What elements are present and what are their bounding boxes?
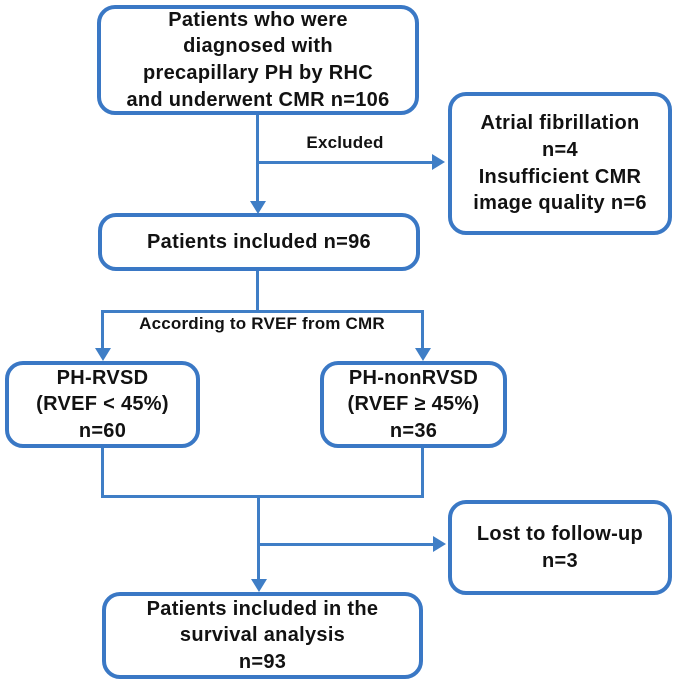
node-enrolled: Patients who were diagnosed with precapi… [97,5,419,115]
node-ph-rvsd: PH-RVSD (RVEF < 45%) n=60 [5,361,200,448]
connector-split-to-nonrvsd [421,310,424,348]
node-lost-followup: Lost to follow-up n=3 [448,500,672,595]
arrowhead-right-lost-icon [433,536,446,552]
connector-included-to-split [256,269,259,312]
edge-label-split: According to RVEF from CMR [139,314,385,333]
node-ph-rvsd-text: PH-RVSD (RVEF < 45%) n=60 [36,366,169,442]
node-survival-text: Patients included in the survival analys… [146,597,379,673]
node-excluded-text: Atrial fibrillation n=4 Insufficient CMR… [473,112,647,215]
node-ph-nonrvsd: PH-nonRVSD (RVEF ≥ 45%) n=36 [320,361,507,448]
arrowhead-down-survival-icon [251,579,267,592]
connector-lost-branch [258,543,434,546]
connector-split-horizontal [101,310,423,313]
connector-rvsd-down [101,447,104,498]
node-lost-followup-text: Lost to follow-up n=3 [476,522,644,572]
connector-nonrvsd-down [421,447,424,498]
arrowhead-down-included-icon [250,201,266,214]
connector-split-to-rvsd [101,310,104,348]
node-survival: Patients included in the survival analys… [102,592,423,679]
node-ph-nonrvsd-text: PH-nonRVSD (RVEF ≥ 45%) n=36 [347,366,480,442]
arrowhead-right-excluded-icon [432,154,445,170]
connector-enrolled-to-included [256,115,259,203]
connector-merge-horizontal [101,495,424,498]
node-included-text: Patients included n=96 [147,230,371,253]
node-included: Patients included n=96 [98,213,420,271]
arrowhead-down-rvsd-icon [95,348,111,361]
node-enrolled-text: Patients who were diagnosed with precapi… [126,8,390,111]
arrowhead-down-nonrvsd-icon [415,348,431,361]
node-excluded: Atrial fibrillation n=4 Insufficient CMR… [448,92,672,235]
connector-merge-to-survival [257,495,260,580]
edge-label-excluded: Excluded [306,133,384,152]
connector-excluded-branch [257,161,433,164]
